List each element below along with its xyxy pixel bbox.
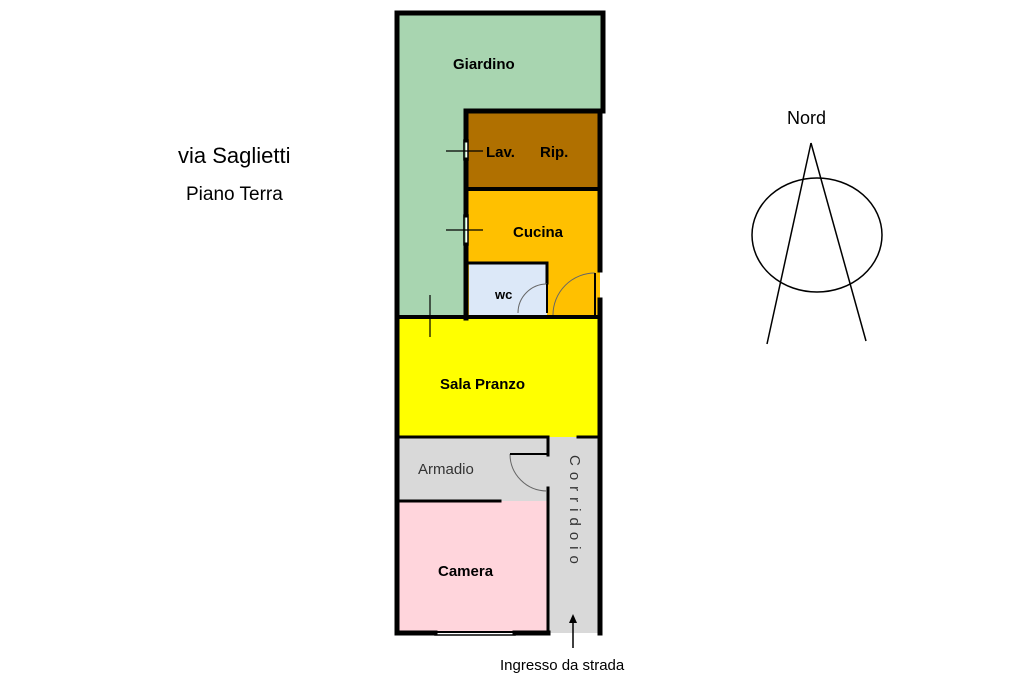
entrance-label: Ingresso da strada bbox=[500, 657, 625, 674]
wardrobe-label: Armadio bbox=[418, 461, 474, 478]
garden-area-strip bbox=[397, 105, 466, 317]
door-swings bbox=[509, 272, 596, 492]
wc-room bbox=[469, 263, 547, 315]
garden-label: Giardino bbox=[453, 56, 515, 73]
wc-label: wc bbox=[494, 287, 512, 302]
entrance-arrow bbox=[569, 614, 577, 648]
street-label: via Saglietti bbox=[178, 143, 291, 168]
garden-area bbox=[397, 13, 603, 109]
laundry-label: Lav. bbox=[486, 144, 515, 161]
walls bbox=[394, 10, 606, 636]
cross-marks bbox=[404, 140, 483, 337]
bedroom-label: Camera bbox=[438, 563, 494, 580]
kitchen-label: Cucina bbox=[513, 224, 564, 241]
floor-label: Piano Terra bbox=[186, 184, 283, 205]
compass-label: Nord bbox=[787, 108, 826, 128]
dining-room bbox=[397, 317, 600, 437]
corridor-area bbox=[548, 437, 600, 633]
storage-label: Rip. bbox=[540, 144, 568, 161]
bedroom-room bbox=[397, 501, 548, 633]
north-compass-icon bbox=[751, 142, 883, 345]
utility-room bbox=[468, 113, 600, 188]
wardrobe-area bbox=[397, 437, 548, 501]
dining-label: Sala Pranzo bbox=[440, 376, 525, 393]
corridor-label: Corridoio bbox=[566, 455, 583, 570]
